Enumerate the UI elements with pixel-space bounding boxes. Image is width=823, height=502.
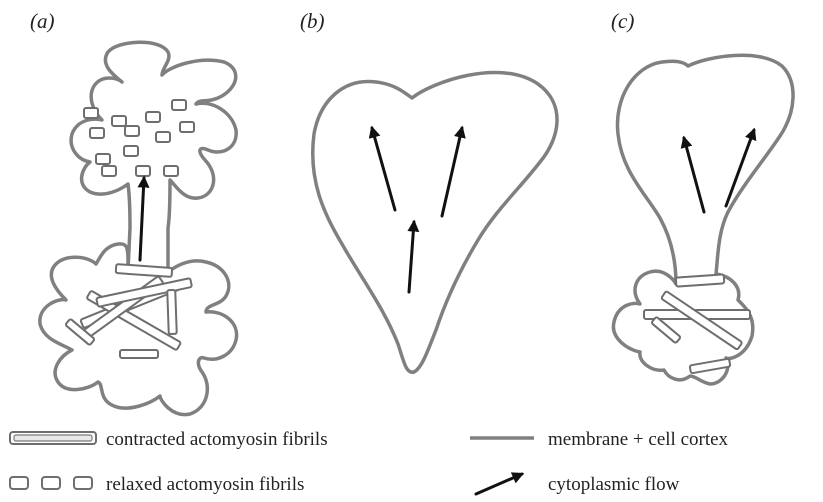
flow-arrow-swatch: [476, 474, 522, 494]
relaxed-fibrils-a: [84, 100, 194, 176]
cell-b: [313, 72, 557, 372]
contracted-fibril: [676, 274, 725, 286]
contracted-fibril: [167, 290, 177, 334]
relaxed-fibril-swatch: [42, 477, 60, 489]
relaxed-fibril: [156, 132, 170, 142]
relaxed-fibril: [112, 116, 126, 126]
contracted-fibril: [116, 264, 172, 277]
contracted-fibril: [120, 350, 158, 358]
relaxed-fibril: [102, 166, 116, 176]
legend-item-membrane: membrane + cell cortex: [470, 429, 729, 450]
legend-label-flow: cytoplasmic flow: [548, 474, 680, 495]
flow-arrow-b2: [372, 128, 395, 210]
cell-c-membrane: [613, 55, 793, 384]
contracted-fibril: [651, 317, 681, 344]
cell-b-membrane: [313, 72, 557, 372]
legend-item-flow: cytoplasmic flow: [476, 474, 680, 495]
legend: contracted actomyosin fibrils relaxed ac…: [10, 429, 729, 495]
relaxed-fibril: [125, 126, 139, 136]
flow-arrow-b3: [442, 128, 462, 216]
legend-item-contracted: contracted actomyosin fibrils: [10, 429, 328, 450]
panel-label-c: (c): [611, 9, 634, 33]
relaxed-fibril-swatch: [74, 477, 92, 489]
contracted-fibrils-a: [65, 264, 192, 358]
relaxed-fibril: [124, 146, 138, 156]
relaxed-fibril: [90, 128, 104, 138]
flow-arrow-b1: [409, 222, 414, 292]
relaxed-fibril: [136, 166, 150, 176]
relaxed-fibril-swatch: [10, 477, 28, 489]
cell-c: [613, 55, 793, 384]
legend-label-contracted: contracted actomyosin fibrils: [106, 429, 328, 450]
relaxed-fibril: [96, 154, 110, 164]
contracted-fibril: [690, 359, 731, 374]
panel-label-b: (b): [300, 9, 325, 33]
legend-label-membrane: membrane + cell cortex: [548, 429, 729, 450]
relaxed-fibril: [164, 166, 178, 176]
legend-item-relaxed: relaxed actomyosin fibrils: [10, 474, 304, 495]
flow-arrow-c1: [684, 138, 704, 212]
relaxed-fibril: [172, 100, 186, 110]
panel-label-a: (a): [30, 9, 55, 33]
relaxed-fibril: [146, 112, 160, 122]
relaxed-fibril: [180, 122, 194, 132]
cell-a: [40, 42, 237, 414]
legend-label-relaxed: relaxed actomyosin fibrils: [106, 474, 304, 495]
flow-arrow-a: [140, 178, 144, 260]
relaxed-fibril: [84, 108, 98, 118]
